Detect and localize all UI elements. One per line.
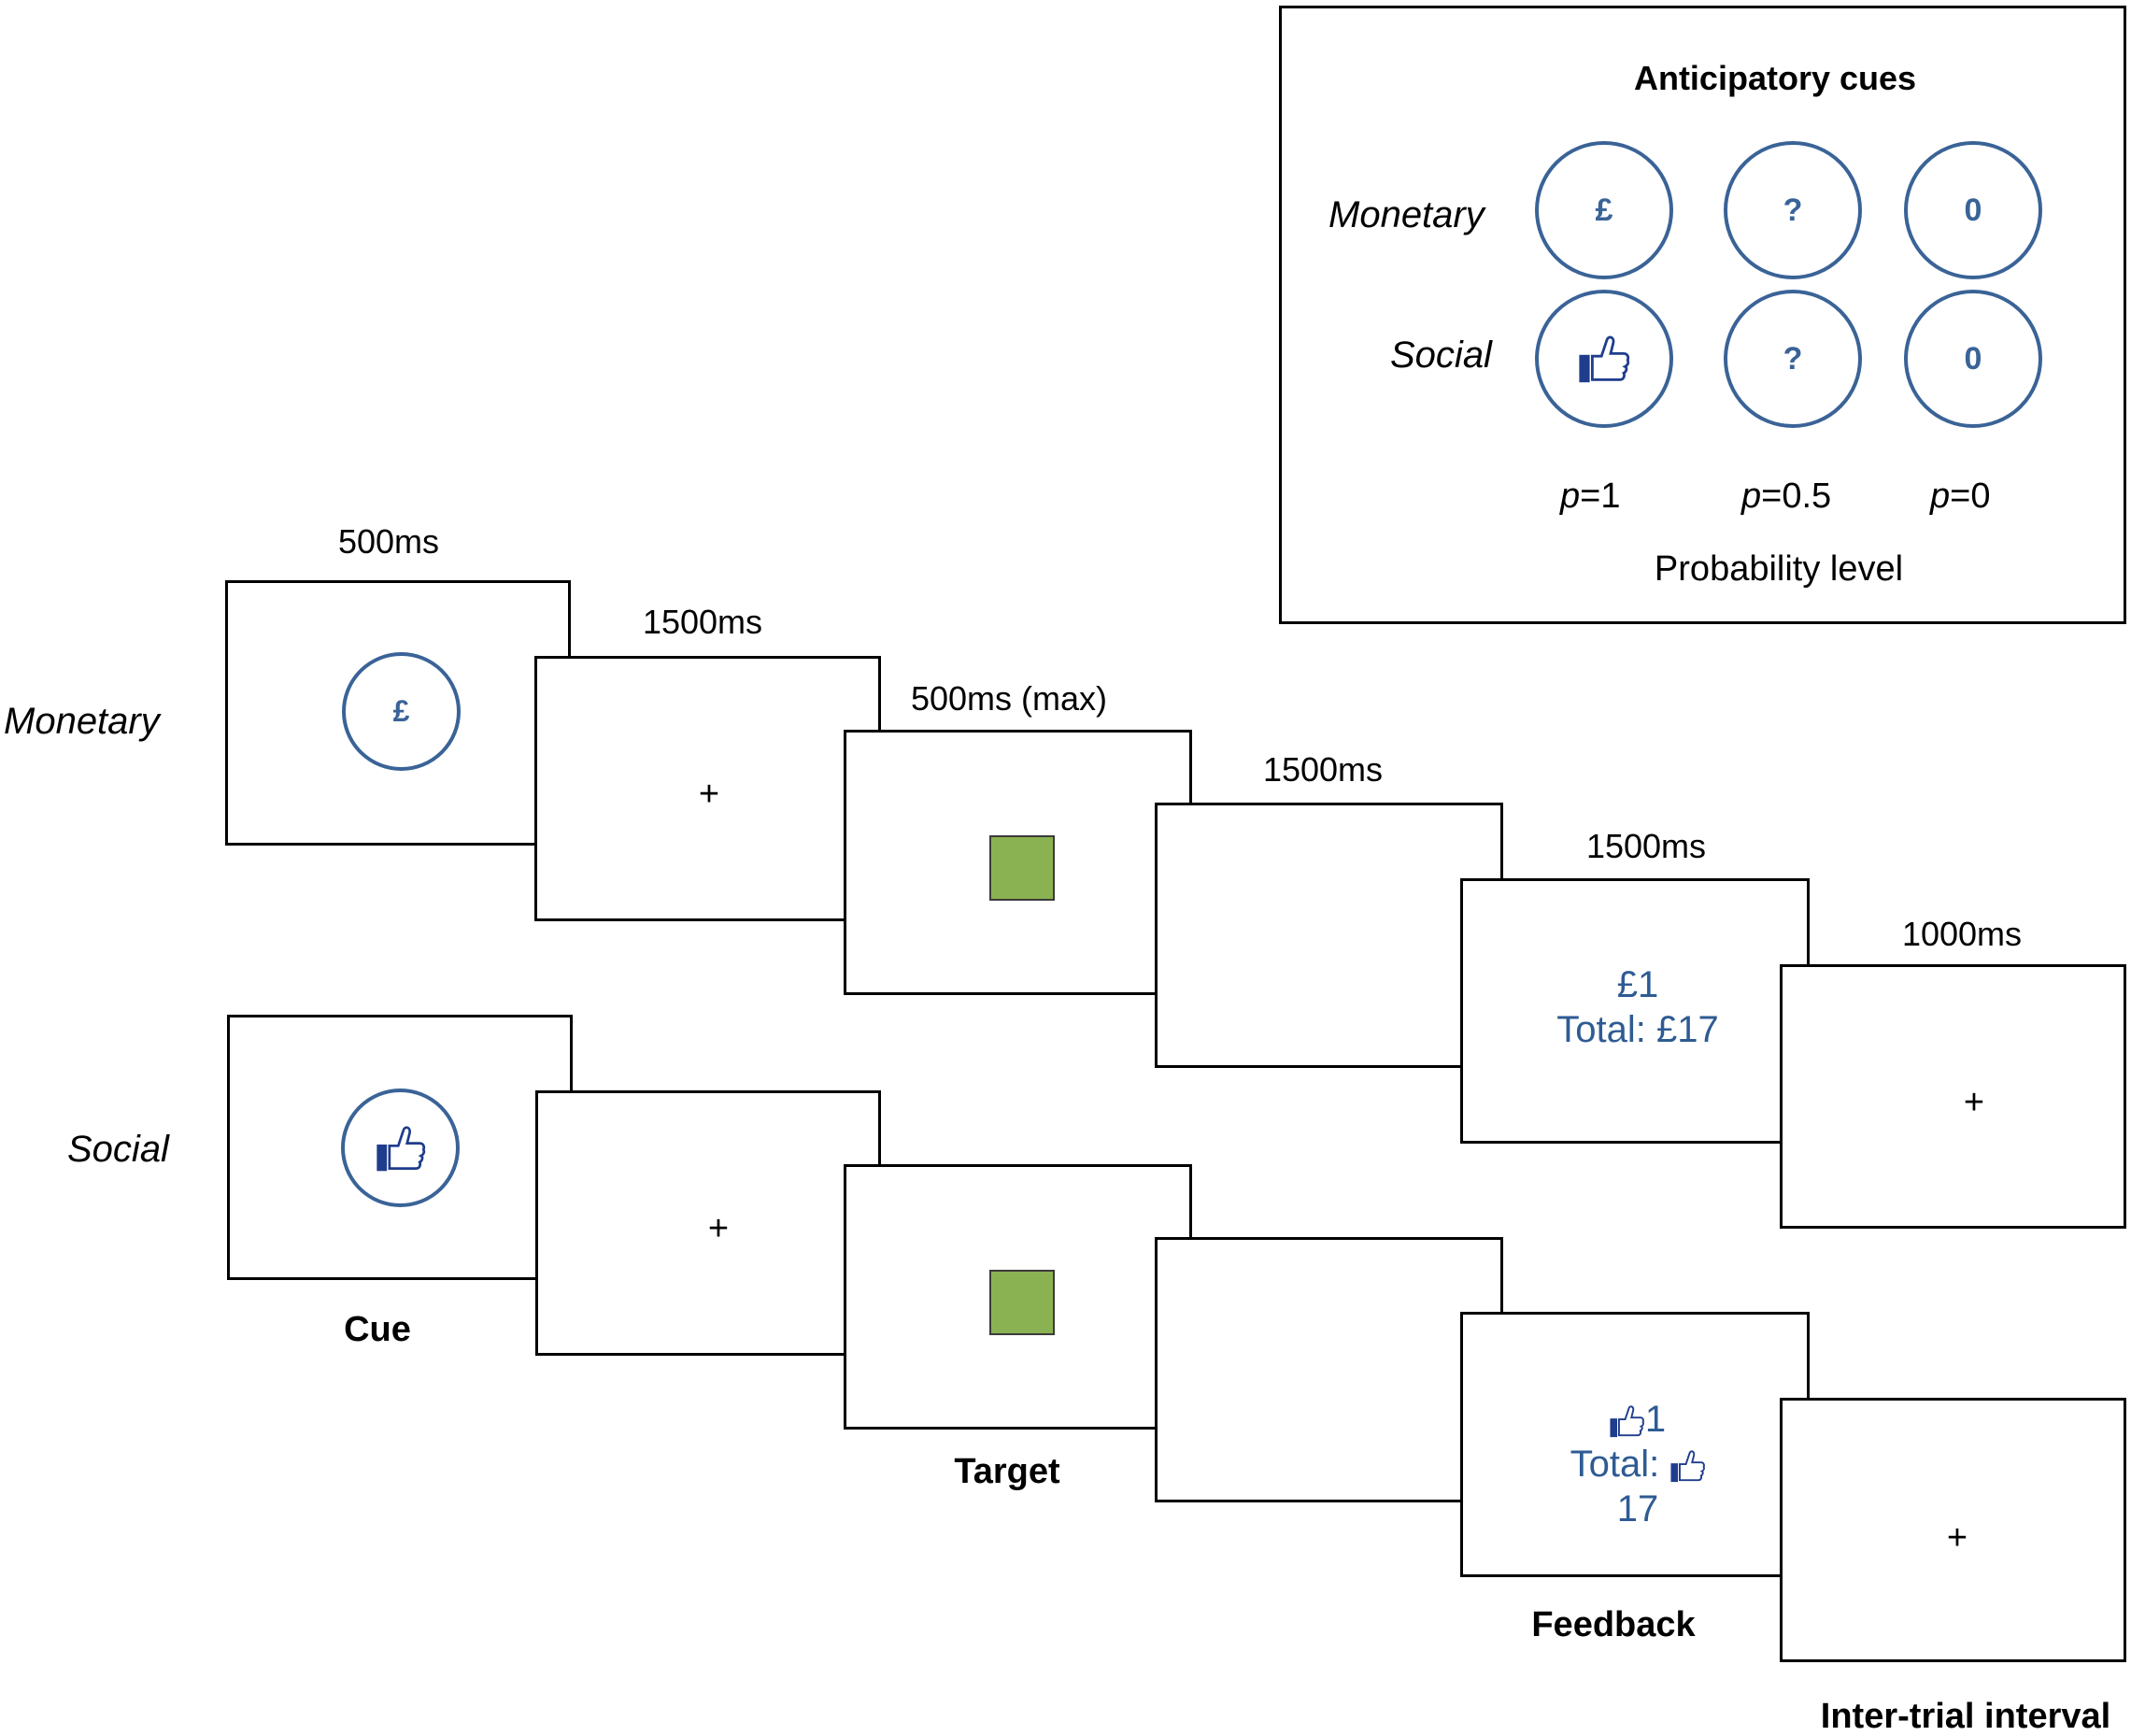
monetary-target-screen [844,730,1192,995]
target-square [989,835,1055,901]
social-feedback-line1: 1 [1554,1397,1723,1442]
social-feedback-screen: 1 Total: 17 [1460,1312,1810,1577]
duration-iti: 1000ms [1901,915,2023,953]
row-label-social: Social [67,1129,169,1170]
monetary-feedback-line1: £1 [1616,964,1659,1005]
duration-delay: 1500ms [1262,750,1384,789]
monetary-feedback-screen: £1 Total: £17 [1460,878,1810,1144]
zero-symbol: 0 [1964,340,1982,377]
question-symbol: ? [1783,340,1803,377]
legend-cue-social-certain [1535,290,1673,428]
probability-axis-label: Probability level [1654,549,1904,589]
duration-fixation: 1500ms [642,603,763,641]
pound-symbol: £ [1595,192,1613,228]
legend-title: Anticipatory cues [1633,59,1917,97]
question-symbol: ? [1783,192,1803,228]
monetary-feedback-line2: Total: £17 [1556,1009,1719,1050]
thumbs-up-icon [1610,1405,1645,1438]
monetary-iti-screen: + [1780,964,2126,1229]
phase-label-iti: Inter-trial interval [1820,1697,2111,1736]
monetary-feedback-text: £1 Total: £17 [1556,962,1718,1052]
fixation-cross: + [1963,1083,1985,1122]
social-delay-screen [1155,1237,1503,1502]
social-cue-circle [341,1089,460,1207]
thumbs-up-icon [1670,1450,1705,1483]
fixation-cross: + [707,1209,730,1248]
monetary-cue-circle: £ [342,652,461,771]
legend-cue-monetary-certain: £ [1535,141,1673,279]
social-feedback-text: 1 Total: 17 [1554,1397,1723,1531]
probability-label-0: p=0 [1930,477,1991,516]
monetary-delay-screen [1155,803,1503,1068]
legend-cue-social-uncertain: ? [1724,290,1862,428]
social-target-screen [844,1164,1192,1430]
pound-symbol: £ [392,694,410,728]
probability-label-1: p=1 [1560,477,1621,516]
legend-cue-monetary-zero: 0 [1904,141,2042,279]
social-iti-screen: + [1780,1398,2126,1662]
legend-row-label-monetary: Monetary [1328,194,1485,235]
duration-feedback: 1500ms [1585,827,1707,865]
thumbs-up-icon [1579,335,1630,383]
social-cue-screen [227,1015,573,1280]
social-fixation-screen: + [535,1090,881,1356]
zero-symbol: 0 [1964,192,1982,228]
legend-cue-monetary-uncertain: ? [1724,141,1862,279]
phase-label-feedback: Feedback [1531,1605,1696,1644]
duration-cue: 500ms [337,522,440,561]
phase-label-cue: Cue [344,1310,411,1349]
target-square [989,1270,1055,1335]
probability-label-0-5: p=0.5 [1741,477,1832,516]
row-label-monetary: Monetary [4,701,160,742]
duration-target: 500ms (max) [910,679,1108,718]
monetary-fixation-screen: + [534,656,881,921]
fixation-cross: + [698,775,720,814]
legend-cue-social-zero: 0 [1904,290,2042,428]
legend-row-label-social: Social [1390,334,1492,376]
fixation-cross: + [1946,1518,1968,1558]
thumbs-up-icon [376,1125,425,1171]
phase-label-target: Target [954,1452,1060,1491]
social-feedback-line2: Total: 17 [1554,1442,1723,1531]
monetary-cue-screen: £ [225,580,571,846]
